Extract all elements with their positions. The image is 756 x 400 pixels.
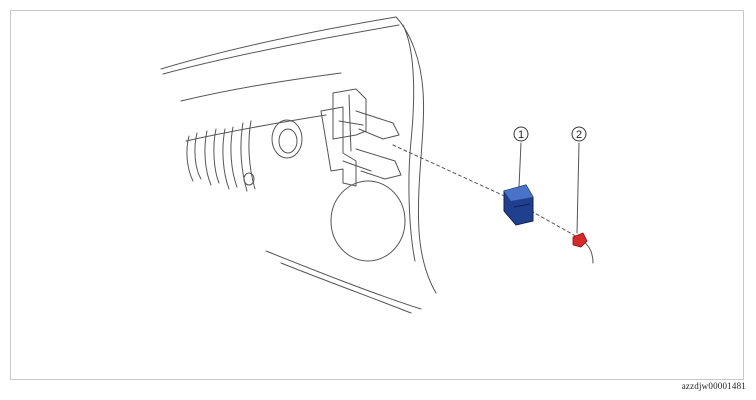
callout-2: 2 <box>571 126 587 142</box>
diagram-frame: 1 2 <box>10 10 744 380</box>
panel-outline <box>160 16 397 70</box>
bracket-arm-top <box>355 110 400 140</box>
callout-leader-1 <box>518 142 522 188</box>
bracket-detail <box>338 94 372 172</box>
panel-lower-line-2 <box>280 262 412 314</box>
panel-face-line <box>180 72 342 102</box>
connector-part <box>503 184 534 226</box>
panel-right-edge <box>395 16 437 294</box>
callout-1: 1 <box>513 126 529 142</box>
mounting-bracket-2 <box>320 106 357 187</box>
bracket-arm-bottom <box>355 148 402 180</box>
panel-outline-inner <box>162 24 400 75</box>
round-opening-outer <box>271 119 303 159</box>
callout-1-label: 1 <box>518 129 524 141</box>
drawing-code: azzdjw00001481 <box>681 381 746 391</box>
slot-2 <box>204 128 220 186</box>
assembly-path <box>392 144 582 240</box>
slot-4 <box>240 120 256 192</box>
round-opening-inner <box>278 128 298 154</box>
exploded-view-illustration: 1 2 <box>160 16 594 314</box>
mounting-bracket <box>332 88 367 140</box>
panel-lower-line <box>265 250 422 310</box>
panel-face-line-2 <box>185 114 327 142</box>
cable-clip-part <box>572 232 588 248</box>
panel-right-edge-2 <box>402 24 416 262</box>
callout-leader-2 <box>576 142 580 234</box>
small-hole <box>243 172 255 186</box>
slot-1 <box>186 132 202 182</box>
callout-2-label: 2 <box>576 129 582 141</box>
cable <box>582 240 594 264</box>
slot-3 <box>222 126 238 190</box>
large-opening <box>330 180 406 262</box>
